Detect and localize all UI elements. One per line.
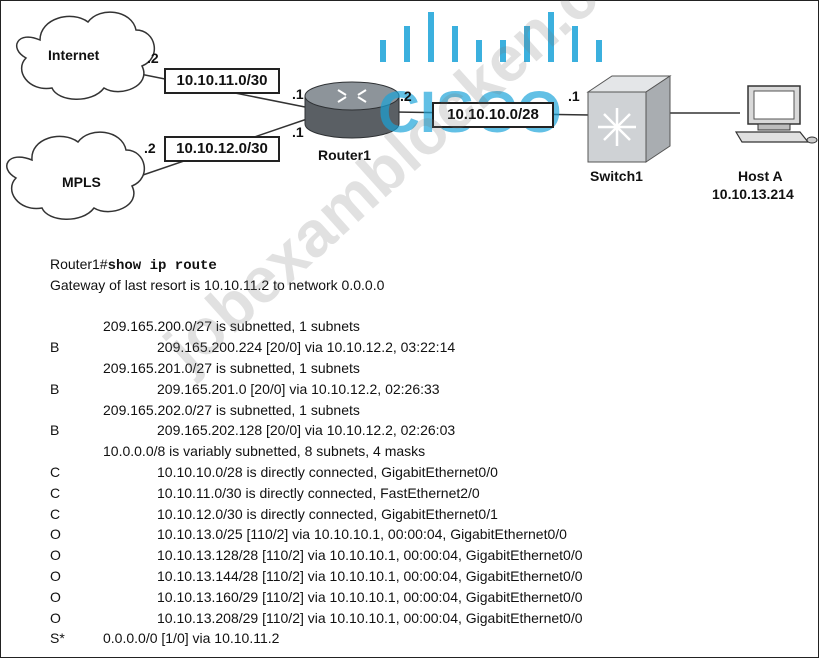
route-code: B	[50, 339, 60, 356]
route-text: 0.0.0.0/0 [1/0] via 10.10.11.2	[103, 630, 280, 647]
route-code: B	[50, 380, 60, 397]
route-text: 10.10.13.144/28 [110/2] via 10.10.10.1, …	[157, 567, 583, 584]
route-row: B 209.165.200.224 [20/0] via 10.10.12.2, …	[50, 337, 810, 358]
cisco-logo-watermark: CISCO	[378, 12, 602, 145]
router-switch-if: .2	[400, 88, 412, 104]
route-row: B 209.165.201.0 [20/0] via 10.10.12.2, 02…	[50, 379, 810, 400]
route-code: O	[50, 609, 61, 626]
network-diagram: CISCO	[6, 11, 818, 220]
route-text: 209.165.201.0/27 is subnetted, 1 subnets	[103, 359, 360, 376]
cli-blank-line	[50, 296, 810, 317]
host-ip: 10.10.13.214	[712, 186, 794, 202]
host-computer-icon	[734, 85, 818, 144]
route-row: O 10.10.13.208/29 [110/2] via 10.10.10.1,…	[50, 608, 810, 629]
mpls-ip-suffix: .2	[144, 140, 156, 156]
cli-command-line: Router1#show ip route	[50, 254, 810, 275]
network-switch-box: 10.10.10.0/28	[432, 102, 554, 128]
route-text: 10.0.0.0/8 is variably subnetted, 8 subn…	[103, 443, 426, 460]
route-text: 10.10.13.160/29 [110/2] via 10.10.10.1, …	[157, 588, 583, 605]
router-internet-if: .1	[292, 86, 304, 102]
router-icon	[304, 81, 400, 139]
route-row: C 10.10.10.0/28 is directly connected, Gi…	[50, 462, 810, 483]
route-row: 209.165.201.0/27 is subnetted, 1 subnets	[50, 358, 810, 379]
route-row: 10.0.0.0/8 is variably subnetted, 8 subn…	[50, 441, 810, 462]
route-row: O 10.10.13.160/29 [110/2] via 10.10.10.1,…	[50, 587, 810, 608]
internet-label: Internet	[48, 47, 100, 63]
route-row: 209.165.200.0/27 is subnetted, 1 subnets	[50, 316, 810, 337]
switch-router-if: .1	[568, 88, 580, 104]
route-text: 10.10.13.0/25 [110/2] via 10.10.10.1, 00…	[157, 526, 567, 543]
route-text: 10.10.12.0/30 is directly connected, Gig…	[157, 505, 498, 522]
router-mpls-if: .1	[292, 124, 304, 140]
host-label: Host A	[738, 168, 783, 184]
route-table: 209.165.200.0/27 is subnetted, 1 subnets…	[50, 316, 810, 649]
route-row: S* 0.0.0.0/0 [1/0] via 10.10.11.2	[50, 628, 810, 649]
cli-prompt: Router1#	[50, 256, 108, 272]
route-text: 209.165.200.224 [20/0] via 10.10.12.2, 0…	[157, 339, 456, 356]
route-code: C	[50, 484, 61, 501]
internet-ip-suffix: .2	[147, 50, 159, 66]
internet-cloud-icon	[15, 11, 156, 100]
route-text: 209.165.200.0/27 is subnetted, 1 subnets	[103, 318, 360, 335]
mpls-cloud-icon	[6, 131, 146, 220]
route-row: C 10.10.11.0/30 is directly connected, Fa…	[50, 483, 810, 504]
route-row: B 209.165.202.128 [20/0] via 10.10.12.2, …	[50, 420, 810, 441]
cli-gateway-line: Gateway of last resort is 10.10.11.2 to …	[50, 276, 385, 293]
cli-output: Router1#show ip route Gateway of last re…	[50, 254, 810, 649]
route-code: O	[50, 588, 61, 605]
route-row: 209.165.202.0/27 is subnetted, 1 subnets	[50, 400, 810, 421]
route-text: 209.165.201.0 [20/0] via 10.10.12.2, 02:…	[157, 380, 440, 397]
mpls-label: MPLS	[62, 174, 101, 190]
route-code: O	[50, 526, 61, 543]
route-code: C	[50, 463, 61, 480]
router-label: Router1	[318, 147, 371, 163]
switch-icon	[586, 75, 672, 163]
route-row: O 10.10.13.0/25 [110/2] via 10.10.10.1, 0…	[50, 524, 810, 545]
route-text: 209.165.202.0/27 is subnetted, 1 subnets	[103, 401, 360, 418]
route-row: C 10.10.12.0/30 is directly connected, Gi…	[50, 504, 810, 525]
route-row: O 10.10.13.144/28 [110/2] via 10.10.10.1,…	[50, 566, 810, 587]
route-row: O 10.10.13.128/28 [110/2] via 10.10.10.1,…	[50, 545, 810, 566]
switch-label: Switch1	[590, 168, 643, 184]
route-code: C	[50, 505, 61, 522]
route-text: 10.10.13.128/28 [110/2] via 10.10.10.1, …	[157, 547, 583, 564]
route-code: B	[50, 422, 60, 439]
route-code: O	[50, 567, 61, 584]
route-text: 209.165.202.128 [20/0] via 10.10.12.2, 0…	[157, 422, 456, 439]
route-code: S*	[50, 630, 65, 647]
route-code: O	[50, 547, 61, 564]
network-mpls-box: 10.10.12.0/30	[164, 136, 280, 162]
route-text: 10.10.11.0/30 is directly connected, Fas…	[157, 484, 480, 501]
cli-command: show ip route	[107, 258, 217, 274]
network-internet-box: 10.10.11.0/30	[164, 68, 280, 94]
route-text: 10.10.13.208/29 [110/2] via 10.10.10.1, …	[157, 609, 583, 626]
route-text: 10.10.10.0/28 is directly connected, Gig…	[157, 463, 498, 480]
